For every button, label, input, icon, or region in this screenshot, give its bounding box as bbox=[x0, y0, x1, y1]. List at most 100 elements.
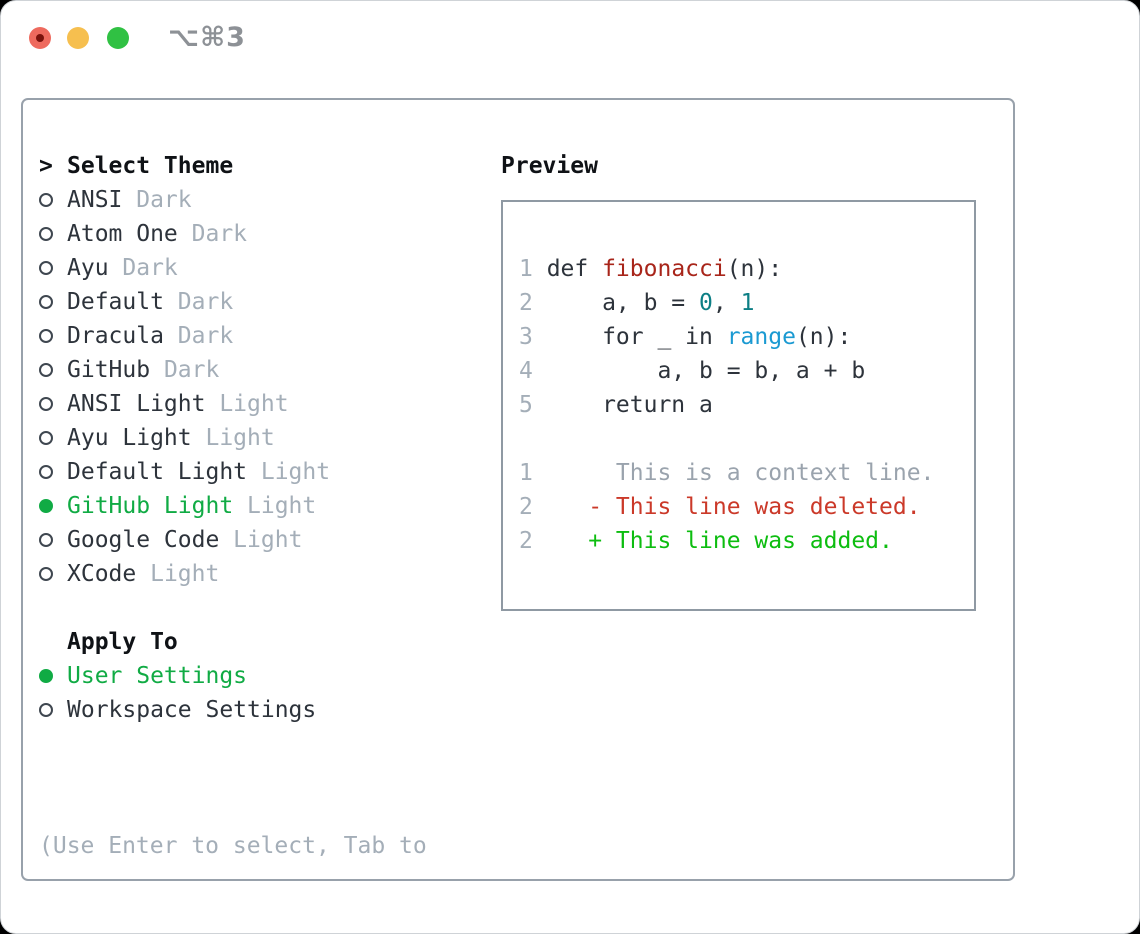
theme-option[interactable]: Google Code Light bbox=[39, 523, 489, 557]
radio-icon bbox=[39, 251, 67, 285]
code-line-text: a, b = b, a + b bbox=[546, 358, 866, 384]
theme-name: Atom One bbox=[67, 221, 178, 247]
theme-name: ANSI Light bbox=[67, 391, 206, 417]
theme-variant: Dark bbox=[163, 289, 234, 315]
code-line-text: def fibonacci(n): bbox=[546, 256, 783, 282]
apply-option[interactable]: User Settings bbox=[39, 659, 489, 693]
select-theme-title: Select Theme bbox=[67, 153, 234, 179]
cursor-indicator: > bbox=[39, 153, 53, 179]
theme-name: GitHub Light bbox=[67, 493, 234, 519]
theme-name: Default bbox=[67, 289, 164, 315]
diff-line: 2 - This line was deleted. bbox=[519, 490, 974, 524]
theme-option[interactable]: GitHub Dark bbox=[39, 353, 489, 387]
theme-variant: Light bbox=[219, 527, 303, 553]
theme-option-label: ANSI Dark bbox=[67, 183, 192, 217]
theme-option[interactable]: Default Light Light bbox=[39, 455, 489, 489]
theme-option-label: Google Code Light bbox=[67, 523, 302, 557]
theme-name: XCode bbox=[67, 561, 137, 587]
theme-option[interactable]: Atom One Dark bbox=[39, 217, 489, 251]
line-number: 3 bbox=[519, 324, 533, 350]
theme-variant: Dark bbox=[163, 323, 234, 349]
theme-option-label: Atom One Dark bbox=[67, 217, 247, 251]
theme-name: Ayu Light bbox=[67, 425, 192, 451]
line-number: 2 bbox=[519, 528, 533, 554]
theme-option[interactable]: Default Dark bbox=[39, 285, 489, 319]
help-line-1: (Use Enter to select, Tab to bbox=[39, 833, 427, 859]
radio-icon bbox=[39, 183, 67, 217]
code-line-text: return a bbox=[546, 392, 713, 418]
apply-option-label: Workspace Settings bbox=[67, 697, 317, 723]
theme-option-label: XCode Light bbox=[67, 557, 219, 591]
theme-option-label: GitHub Dark bbox=[67, 353, 219, 387]
theme-option-label: GitHub Light Light bbox=[67, 489, 316, 523]
maximize-button[interactable] bbox=[107, 27, 129, 49]
code-line: 2 a, b = 0, 1 bbox=[519, 286, 974, 320]
diff-preview: 1 This is a context line.2 - This line w… bbox=[519, 456, 974, 558]
code-line-text: a, b = 0, 1 bbox=[546, 290, 755, 316]
theme-option[interactable]: ANSI Dark bbox=[39, 183, 489, 217]
titlebar: ⌥⌘3 bbox=[1, 1, 1139, 75]
radio-icon bbox=[39, 217, 67, 251]
radio-icon bbox=[39, 455, 67, 489]
line-number: 1 bbox=[519, 460, 533, 486]
radio-icon bbox=[39, 285, 67, 319]
line-number: 5 bbox=[519, 392, 533, 418]
radio-icon bbox=[39, 557, 67, 591]
spacer bbox=[519, 422, 974, 456]
theme-name: ANSI bbox=[67, 187, 123, 213]
theme-variant: Light bbox=[136, 561, 220, 587]
theme-option[interactable]: ANSI Light Light bbox=[39, 387, 489, 421]
theme-option[interactable]: Ayu Dark bbox=[39, 251, 489, 285]
close-button-dot bbox=[36, 34, 44, 42]
theme-variant: Dark bbox=[108, 255, 178, 281]
theme-variant: Dark bbox=[177, 221, 248, 247]
theme-option-label: Ayu Light Light bbox=[67, 421, 275, 455]
theme-option-label: Default Light Light bbox=[67, 455, 330, 489]
radio-selected-icon bbox=[39, 659, 67, 693]
theme-option[interactable]: Ayu Light Light bbox=[39, 421, 489, 455]
theme-variant: Light bbox=[247, 459, 331, 485]
spacer bbox=[39, 727, 489, 761]
minimize-button[interactable] bbox=[67, 27, 89, 49]
close-button[interactable] bbox=[29, 27, 51, 49]
theme-variant: Light bbox=[205, 391, 289, 417]
radio-icon bbox=[39, 353, 67, 387]
theme-name: GitHub bbox=[67, 357, 151, 383]
radio-icon bbox=[39, 387, 67, 421]
code-line: 1 def fibonacci(n): bbox=[519, 252, 974, 286]
code-line-text: This is a context line. bbox=[546, 460, 935, 486]
line-number: 2 bbox=[519, 494, 533, 520]
radio-icon bbox=[39, 421, 67, 455]
line-number: 4 bbox=[519, 358, 533, 384]
line-number: 1 bbox=[519, 256, 533, 282]
code-line-text: for _ in range(n): bbox=[546, 324, 852, 350]
theme-variant: Light bbox=[233, 493, 317, 519]
code-line-text: - This line was deleted. bbox=[546, 494, 921, 520]
code-line: 4 a, b = b, a + b bbox=[519, 354, 974, 388]
spacer bbox=[39, 591, 489, 625]
code-line: 3 for _ in range(n): bbox=[519, 320, 974, 354]
window-title: ⌥⌘3 bbox=[168, 22, 246, 53]
theme-name: Ayu bbox=[67, 255, 109, 281]
theme-option[interactable]: XCode Light bbox=[39, 557, 489, 591]
code-line-text: + This line was added. bbox=[546, 528, 893, 554]
theme-name: Dracula bbox=[67, 323, 164, 349]
radio-icon bbox=[39, 693, 67, 727]
theme-option[interactable]: Dracula Dark bbox=[39, 319, 489, 353]
theme-name: Default Light bbox=[67, 459, 248, 485]
theme-option[interactable]: GitHub Light Light bbox=[39, 489, 489, 523]
theme-variant: Dark bbox=[150, 357, 220, 383]
apply-option[interactable]: Workspace Settings bbox=[39, 693, 489, 727]
diff-line: 1 This is a context line. bbox=[519, 456, 974, 490]
apply-option-label: User Settings bbox=[67, 663, 248, 689]
select-theme-header: > Select Theme bbox=[39, 149, 489, 183]
preview-title: Preview bbox=[501, 153, 598, 179]
